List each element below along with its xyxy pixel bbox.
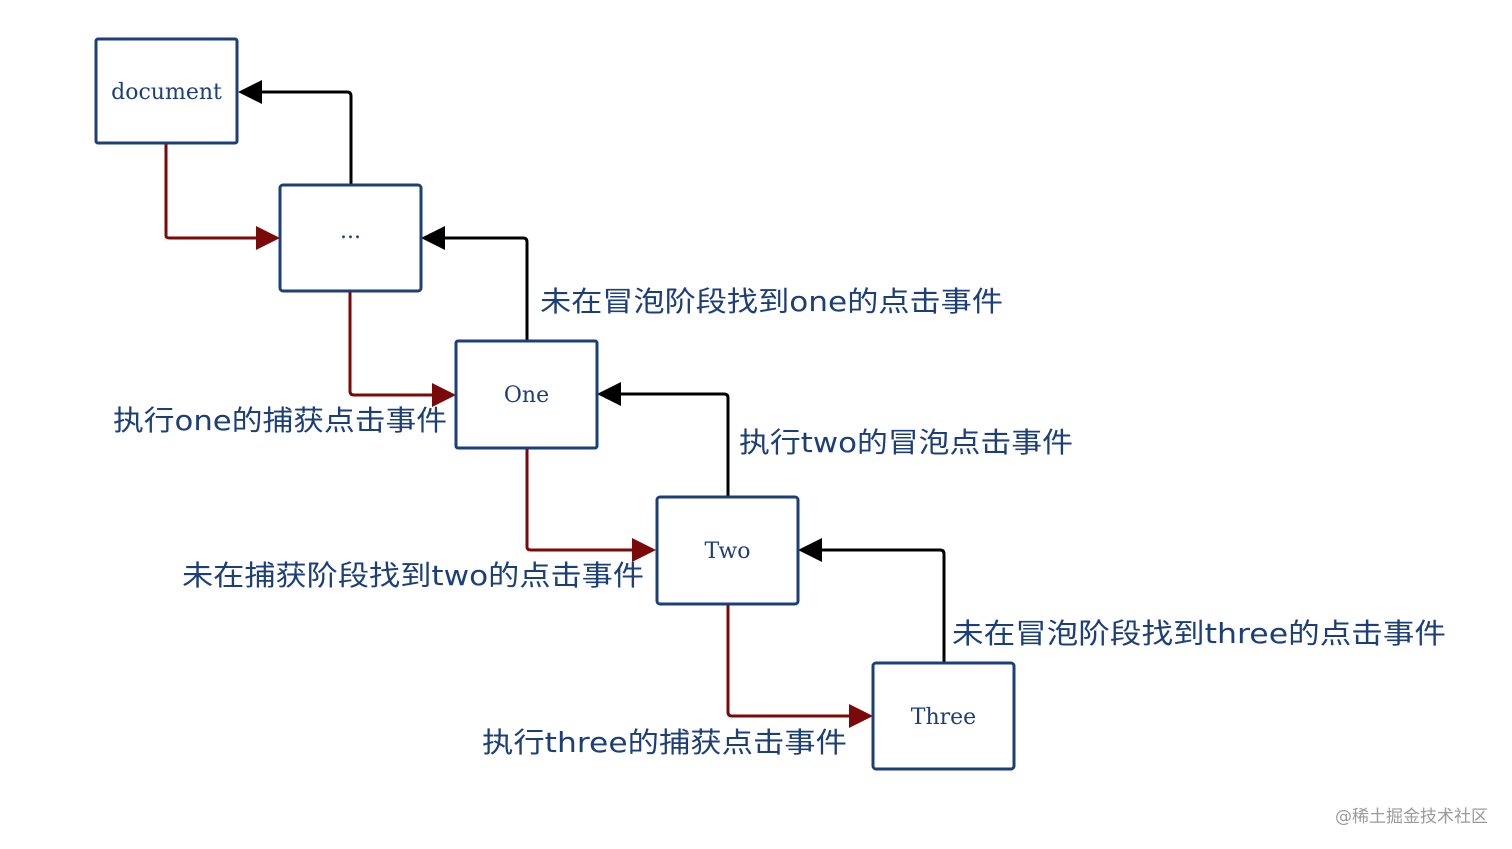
- label-capture-not-found-two: 未在捕获阶段找到two的点击事件: [182, 559, 644, 592]
- bubble-arrow-ellipsis-to-document: [260, 90, 353, 184]
- node-three-label: Three: [911, 705, 976, 730]
- node-ellipsis-label: ...: [340, 219, 361, 244]
- bubble-arrow-two-to-one: [619, 392, 730, 497]
- watermark: @稀土掘金技术社区: [1335, 807, 1488, 827]
- node-ellipsis: ...: [278, 183, 423, 293]
- label-capture-exec-one: 执行one的捕获点击事件: [113, 404, 447, 437]
- capture-arrowhead: [432, 383, 456, 407]
- node-two: Two: [655, 495, 800, 606]
- node-one-label: One: [504, 383, 549, 408]
- bubble-arrows: [238, 80, 946, 663]
- node-document: document: [94, 37, 239, 145]
- label-bubble-not-found-one: 未在冒泡阶段找到one的点击事件: [540, 285, 1003, 318]
- capture-arrow-document-to-ellipsis: [164, 143, 258, 240]
- capture-arrow-one-to-two: [525, 448, 634, 552]
- edge-labels: 未在冒泡阶段找到one的点击事件 执行one的捕获点击事件 执行two的冒泡点击…: [113, 285, 1446, 759]
- bubble-arrowhead: [238, 80, 262, 104]
- label-bubble-exec-two: 执行two的冒泡点击事件: [739, 426, 1073, 459]
- bubble-arrow-three-to-two: [820, 548, 946, 663]
- capture-arrow-two-to-three: [726, 604, 851, 718]
- capture-arrowhead: [849, 704, 873, 728]
- node-one: One: [454, 339, 599, 450]
- label-capture-exec-three: 执行three的捕获点击事件: [482, 726, 847, 759]
- node-three: Three: [871, 661, 1016, 771]
- node-document-label: document: [111, 80, 222, 105]
- capture-arrowhead: [632, 538, 656, 562]
- bubble-arrowhead: [597, 382, 621, 406]
- label-bubble-not-found-three: 未在冒泡阶段找到three的点击事件: [952, 617, 1446, 650]
- bubble-arrowhead: [421, 226, 445, 250]
- bubble-arrowhead: [798, 538, 822, 562]
- capture-arrow-ellipsis-to-one: [348, 291, 434, 397]
- capture-arrowhead: [256, 226, 280, 250]
- capture-arrows: [164, 143, 873, 728]
- bubble-arrow-one-to-ellipsis: [443, 236, 529, 341]
- node-two-label: Two: [705, 539, 751, 564]
